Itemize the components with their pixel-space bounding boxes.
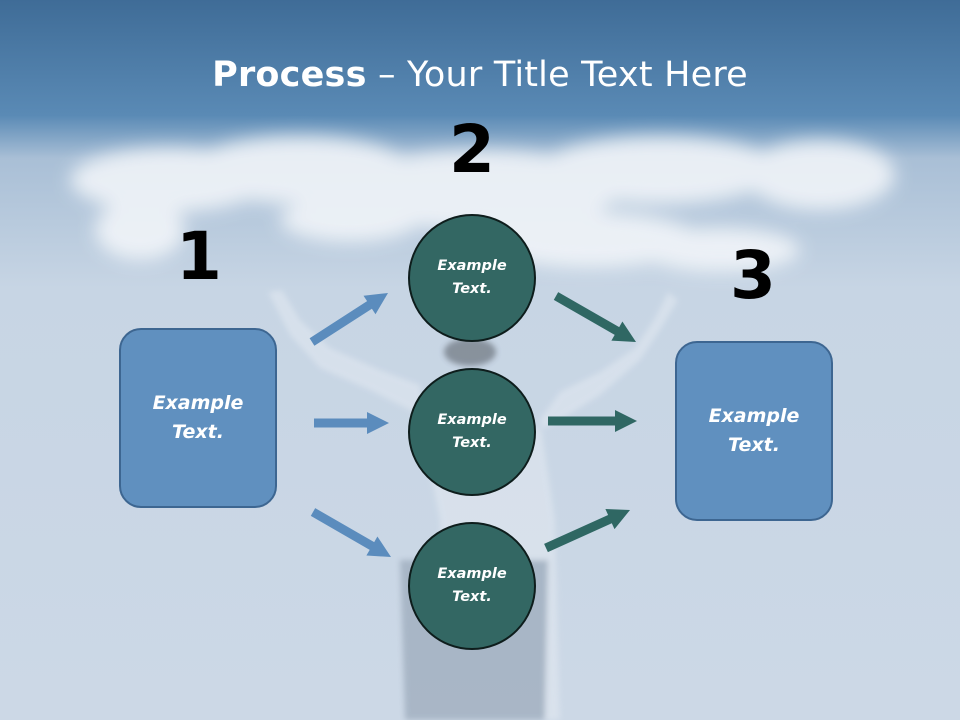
- arrow-left-to-top: [309, 293, 388, 346]
- arrow-middle-to-right: [548, 410, 637, 432]
- title-bold-part: Process: [212, 55, 367, 95]
- left-box-label: Example Text.: [152, 392, 244, 443]
- arrow-left-to-bottom: [310, 508, 391, 557]
- right-box: Example Text.: [675, 341, 833, 521]
- clouds: [70, 136, 895, 272]
- arrow-left-to-middle: [314, 412, 389, 434]
- step-number-2: 2: [449, 111, 495, 188]
- title-rest-part: – Your Title Text Here: [366, 55, 748, 95]
- left-box: Example Text.: [119, 328, 277, 508]
- circle-middle: Example Text.: [408, 368, 536, 496]
- circle-top: Example Text.: [408, 214, 536, 342]
- right-box-label: Example Text.: [708, 405, 800, 456]
- arrow-top-to-right: [553, 292, 636, 342]
- circle-middle-label: Example Text.: [437, 412, 507, 451]
- circle-bottom: Example Text.: [408, 522, 536, 650]
- circle-bottom-label: Example Text.: [437, 566, 507, 605]
- circle-top-label: Example Text.: [437, 258, 507, 297]
- arrow-bottom-to-right: [544, 509, 630, 553]
- slide-title: Process – Your Title Text Here: [0, 54, 960, 96]
- step-number-1: 1: [176, 218, 222, 295]
- step-number-3: 3: [730, 237, 776, 314]
